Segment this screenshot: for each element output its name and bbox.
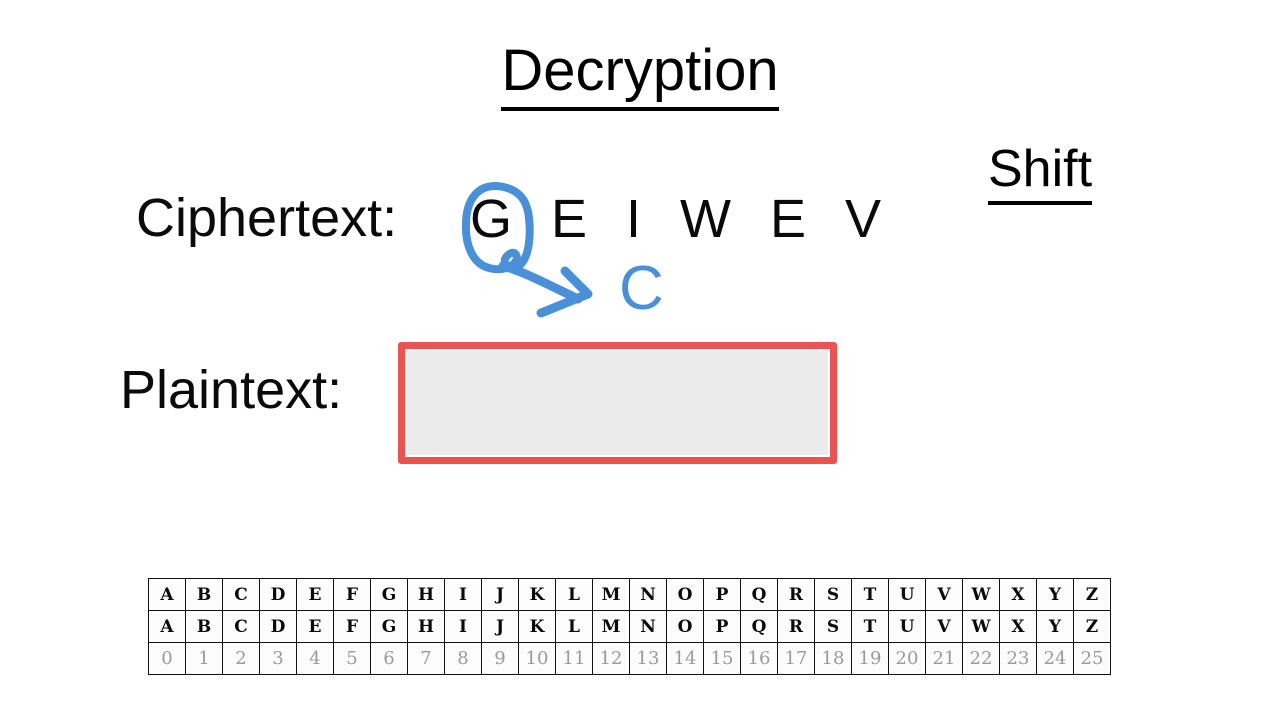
plain-cell-19: T xyxy=(851,610,889,643)
mapped-letter-annotation: C xyxy=(619,254,664,323)
plain-cell-2: C xyxy=(222,610,260,643)
plain-cell-24: Y xyxy=(1036,610,1074,643)
cipher-cell-21: V xyxy=(925,578,963,611)
plain-cell-21: V xyxy=(925,610,963,643)
index-cell-13: 13 xyxy=(629,642,667,675)
index-cell-10: 10 xyxy=(518,642,556,675)
plain-cell-6: G xyxy=(370,610,408,643)
cipher-cell-9: J xyxy=(481,578,519,611)
index-cell-4: 4 xyxy=(296,642,334,675)
plain-cell-14: O xyxy=(666,610,704,643)
index-cell-8: 8 xyxy=(444,642,482,675)
page-title: Decryption xyxy=(0,38,1280,111)
page-title-text: Decryption xyxy=(501,38,779,111)
index-cell-0: 0 xyxy=(148,642,186,675)
plain-cell-13: N xyxy=(629,610,667,643)
index-cell-9: 9 xyxy=(481,642,519,675)
ciphertext-value: G E I W E V xyxy=(470,189,894,249)
cipher-cell-4: E xyxy=(296,578,334,611)
plain-cell-11: L xyxy=(555,610,593,643)
cipher-cell-15: P xyxy=(703,578,741,611)
plain-cell-17: R xyxy=(777,610,815,643)
plain-cell-16: Q xyxy=(740,610,778,643)
plain-cell-15: P xyxy=(703,610,741,643)
plain-cell-18: S xyxy=(814,610,852,643)
plaintext-label: Plaintext: xyxy=(120,360,343,420)
cipher-cell-16: Q xyxy=(740,578,778,611)
plain-cell-3: D xyxy=(259,610,297,643)
plain-cell-22: W xyxy=(962,610,1000,643)
index-cell-2: 2 xyxy=(222,642,260,675)
index-cell-23: 23 xyxy=(999,642,1037,675)
index-cell-20: 20 xyxy=(888,642,926,675)
plain-cell-5: F xyxy=(333,610,371,643)
ciphertext-label: Ciphertext: xyxy=(136,188,398,248)
cipher-cell-8: I xyxy=(444,578,482,611)
arrowhead-annotation xyxy=(536,266,593,318)
cipher-cell-6: G xyxy=(370,578,408,611)
cipher-cell-23: X xyxy=(999,578,1037,611)
cipher-cell-19: T xyxy=(851,578,889,611)
cipher-cell-11: L xyxy=(555,578,593,611)
cipher-cell-1: B xyxy=(185,578,223,611)
cipher-cell-10: K xyxy=(518,578,556,611)
plain-cell-0: A xyxy=(148,610,186,643)
index-cell-25: 25 xyxy=(1073,642,1111,675)
plain-cell-1: B xyxy=(185,610,223,643)
cipher-cell-25: Z xyxy=(1073,578,1111,611)
plain-cell-23: X xyxy=(999,610,1037,643)
cipher-cell-24: Y xyxy=(1036,578,1074,611)
index-cell-19: 19 xyxy=(851,642,889,675)
index-cell-15: 15 xyxy=(703,642,741,675)
cipher-cell-5: F xyxy=(333,578,371,611)
index-cell-17: 17 xyxy=(777,642,815,675)
cipher-cell-3: D xyxy=(259,578,297,611)
index-cell-22: 22 xyxy=(962,642,1000,675)
cipher-cell-22: W xyxy=(962,578,1000,611)
cipher-cell-13: N xyxy=(629,578,667,611)
index-cell-12: 12 xyxy=(592,642,630,675)
index-cell-7: 7 xyxy=(407,642,445,675)
plain-cell-8: I xyxy=(444,610,482,643)
plaintext-answer-value xyxy=(405,349,830,457)
cipher-cell-20: U xyxy=(888,578,926,611)
plaintext-answer-box[interactable] xyxy=(398,342,837,464)
index-cell-24: 24 xyxy=(1036,642,1074,675)
index-cell-5: 5 xyxy=(333,642,371,675)
cipher-cell-0: A xyxy=(148,578,186,611)
cipher-cell-2: C xyxy=(222,578,260,611)
index-cell-3: 3 xyxy=(259,642,297,675)
index-cell-11: 11 xyxy=(555,642,593,675)
arrow-annotation xyxy=(498,261,583,304)
plain-cell-7: H xyxy=(407,610,445,643)
plain-cell-12: M xyxy=(592,610,630,643)
plain-cell-4: E xyxy=(296,610,334,643)
shift-label: Shift xyxy=(988,140,1093,205)
cipher-cell-14: O xyxy=(666,578,704,611)
index-cell-16: 16 xyxy=(740,642,778,675)
index-cell-6: 6 xyxy=(370,642,408,675)
plain-cell-10: K xyxy=(518,610,556,643)
cipher-cell-18: S xyxy=(814,578,852,611)
index-cell-14: 14 xyxy=(666,642,704,675)
plain-cell-20: U xyxy=(888,610,926,643)
cipher-cell-17: R xyxy=(777,578,815,611)
cipher-cell-12: M xyxy=(592,578,630,611)
plain-cell-9: J xyxy=(481,610,519,643)
index-cell-18: 18 xyxy=(814,642,852,675)
index-cell-21: 21 xyxy=(925,642,963,675)
plain-cell-25: Z xyxy=(1073,610,1111,643)
index-cell-1: 1 xyxy=(185,642,223,675)
cipher-cell-7: H xyxy=(407,578,445,611)
shift-label-text: Shift xyxy=(988,140,1093,205)
